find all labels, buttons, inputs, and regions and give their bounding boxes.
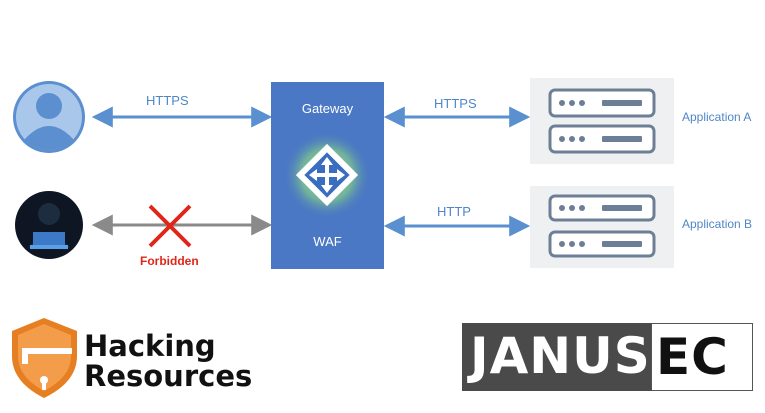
routing-arrows-icon [295, 143, 359, 207]
user-link-label: HTTPS [146, 93, 189, 108]
user-avatar-icon [13, 81, 85, 153]
app-b-name: Application B [682, 217, 753, 231]
forbidden-label: Forbidden [140, 254, 199, 268]
server-b-icon [530, 186, 674, 268]
janusec-logo-dark: JANUS [462, 323, 652, 391]
app-b-link-label: HTTP [437, 204, 471, 219]
forbidden-cross-icon [148, 204, 192, 248]
janusec-text-part2: EC [656, 328, 729, 386]
janusec-logo-light: EC [651, 323, 753, 391]
gateway-subtitle: WAF [313, 234, 342, 249]
app-a-name: Application A [682, 110, 752, 124]
janusec-text-part1: JANUS [470, 327, 651, 385]
hacking-resources-line1: Hacking [84, 329, 216, 363]
hacking-resources-line2: Resources [84, 359, 253, 393]
shield-logo-icon [12, 318, 77, 398]
hacker-avatar-icon [15, 191, 83, 259]
server-a-icon [530, 78, 674, 164]
app-a-link-label: HTTPS [434, 96, 477, 111]
gateway-title: Gateway [301, 101, 354, 116]
